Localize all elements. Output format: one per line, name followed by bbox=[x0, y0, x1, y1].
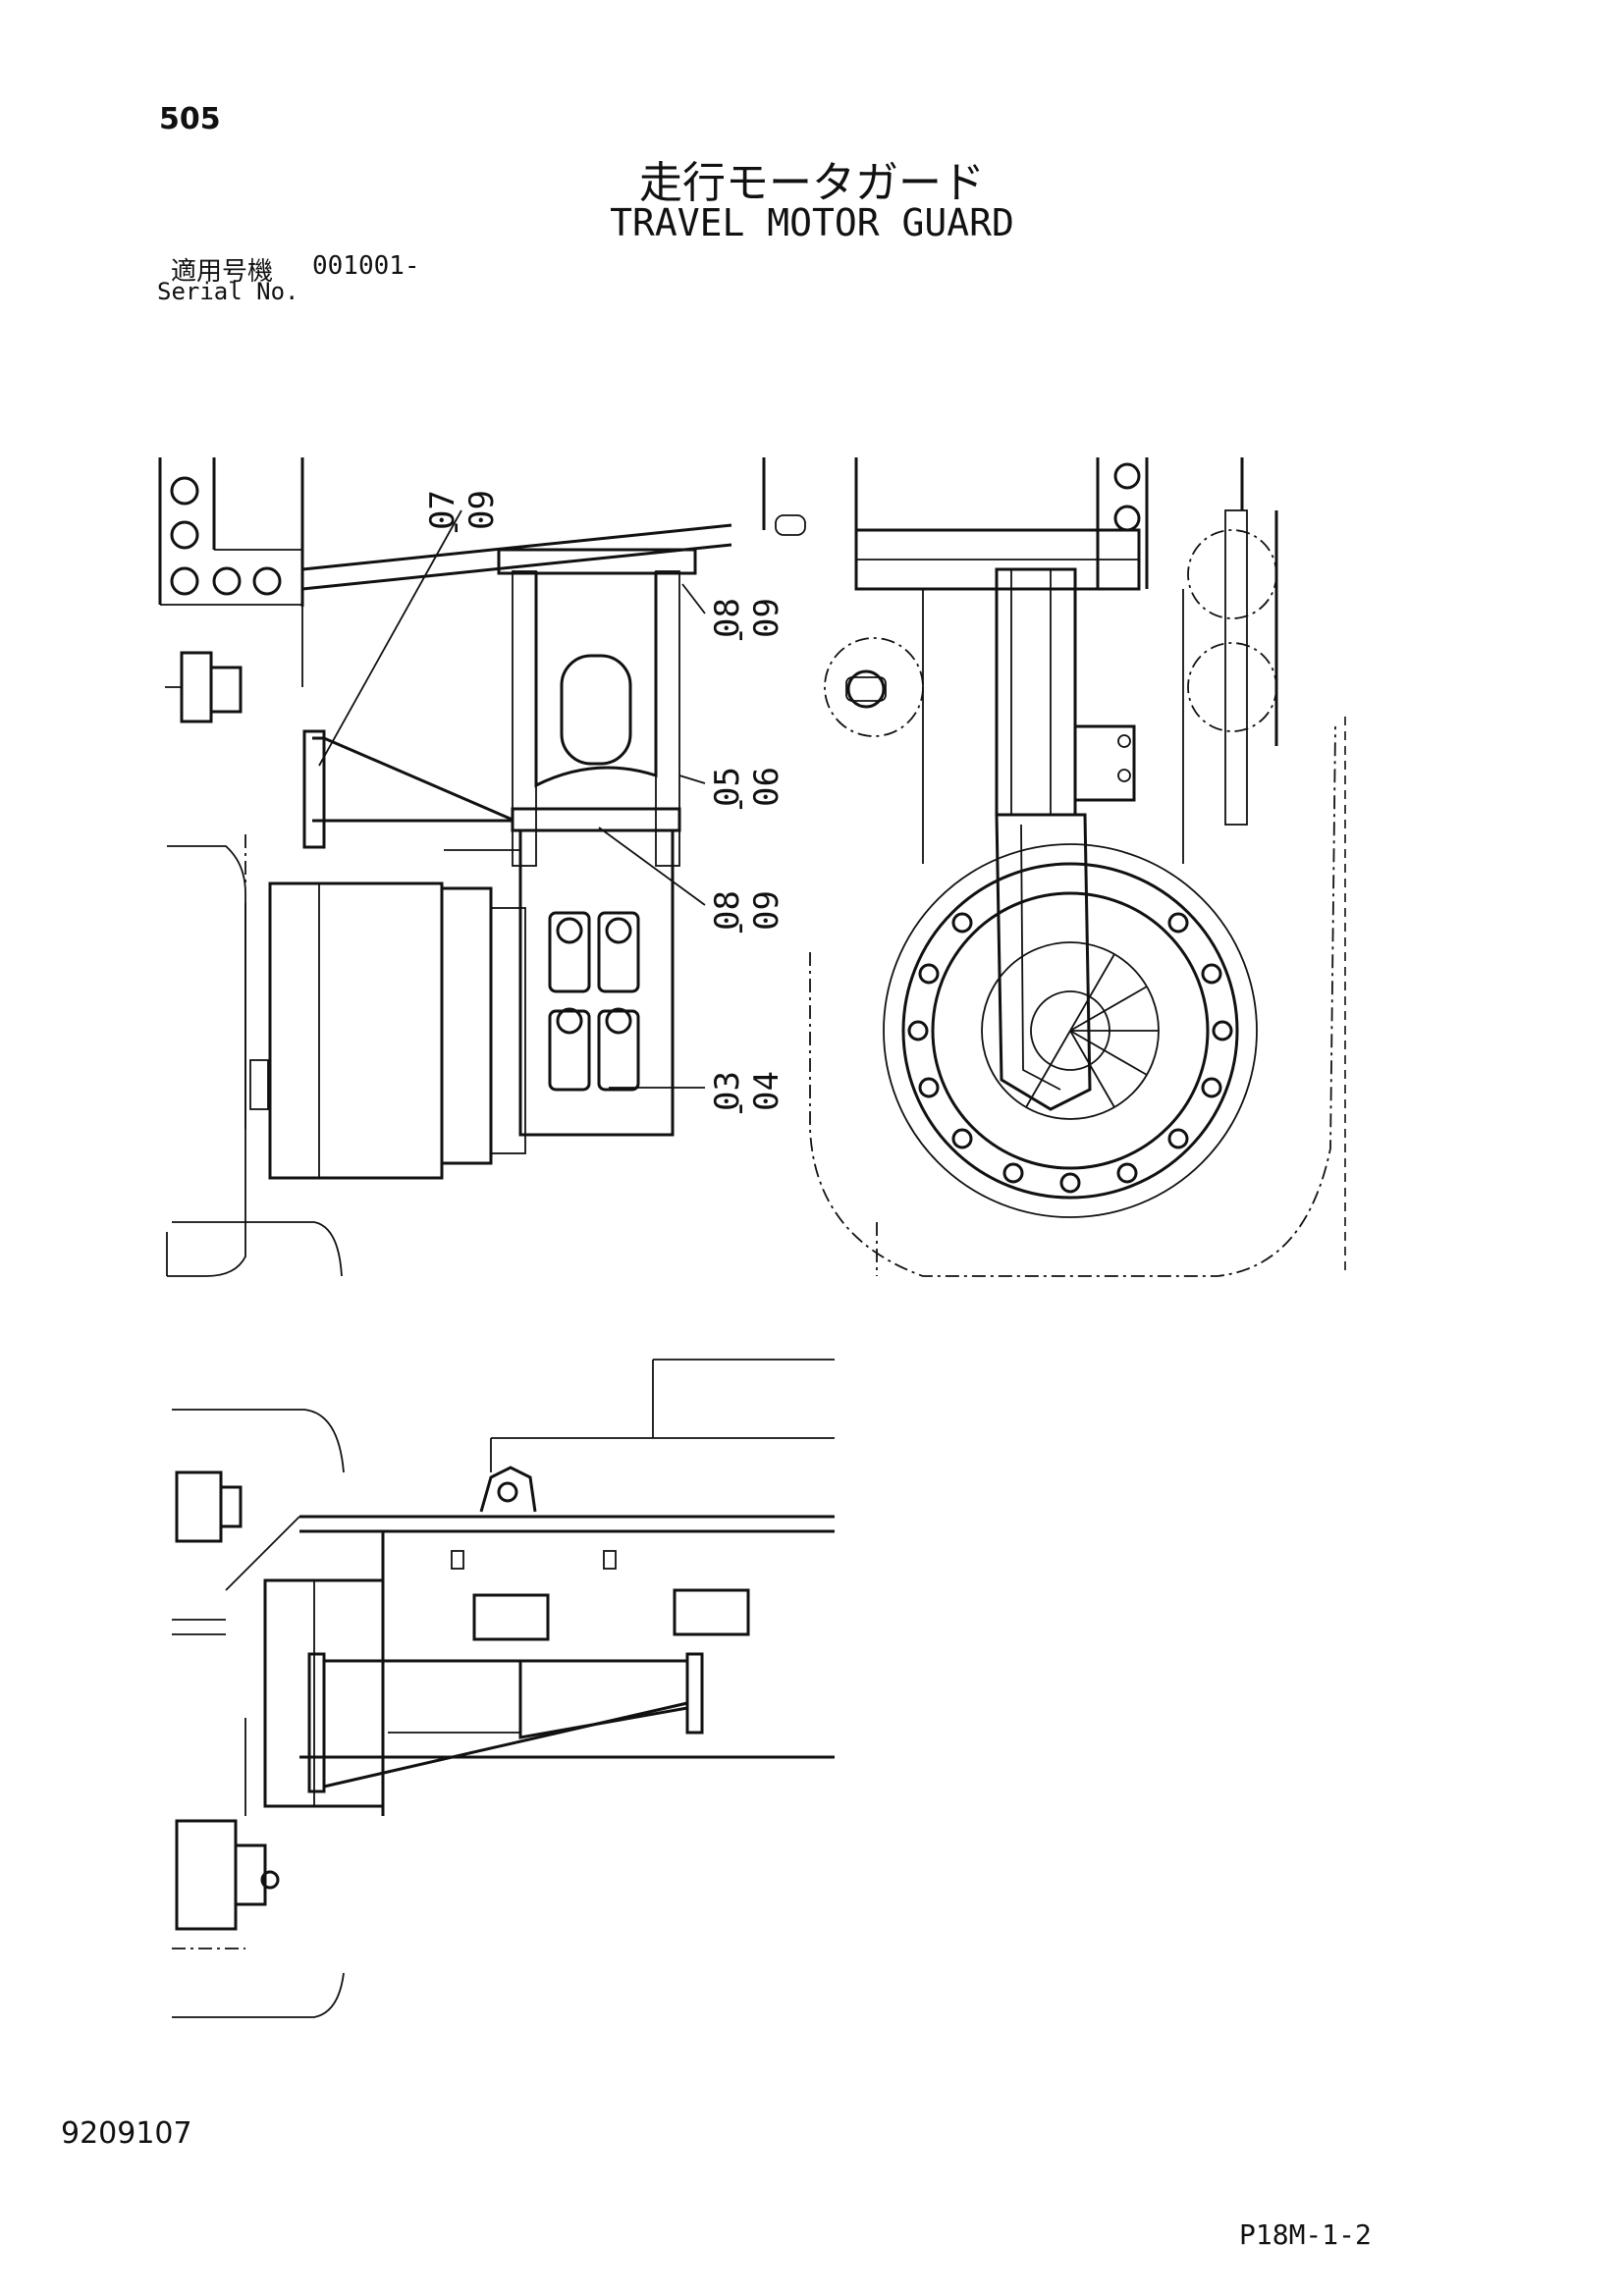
callout-05-06: 05 - 06 bbox=[708, 767, 786, 815]
callout-07-09: 07 - 09 bbox=[423, 490, 502, 538]
callout-08-09-lower: 08 - 09 bbox=[708, 890, 786, 938]
callout-07-09-top: 07 bbox=[423, 490, 462, 530]
page-number: 505 bbox=[159, 102, 221, 136]
page-reference: P18M-1-2 bbox=[1239, 2218, 1372, 2251]
serial-label-japanese: 適用号機 bbox=[171, 257, 274, 287]
callout-03-04: 03 - 04 bbox=[708, 1071, 786, 1119]
callout-08-09-upper-top: 08 bbox=[708, 598, 747, 638]
sprocket-bolts bbox=[907, 912, 1233, 1194]
callout-03-04-bottom: 04 bbox=[747, 1071, 786, 1111]
title-japanese: 走行モータガード bbox=[639, 158, 985, 208]
callout-08-09-lower-top: 08 bbox=[708, 890, 747, 931]
leader-lines bbox=[318, 509, 706, 1089]
svg-text:-: - bbox=[720, 626, 759, 646]
side-view-left bbox=[158, 457, 732, 1277]
svg-text:-: - bbox=[720, 1099, 759, 1119]
serial-label-english: Serial No. bbox=[157, 278, 299, 305]
svg-text:-: - bbox=[720, 795, 759, 815]
front-view-right bbox=[762, 457, 1346, 1277]
callout-03-04-top: 03 bbox=[708, 1071, 747, 1111]
callout-05-06-top: 05 bbox=[708, 767, 747, 807]
document-code: 9209107 bbox=[61, 2116, 192, 2151]
svg-text:-: - bbox=[720, 919, 759, 938]
title-english: TRAVEL MOTOR GUARD bbox=[610, 201, 1014, 244]
callout-08-09-upper-bottom: 09 bbox=[747, 598, 786, 638]
serial-value: 001001- bbox=[312, 251, 420, 281]
top-view-bottom bbox=[172, 1359, 835, 2018]
callout-08-09-upper: 08 - 09 bbox=[708, 598, 786, 646]
callout-07-09-dash: - bbox=[435, 518, 474, 538]
callout-05-06-bottom: 06 bbox=[747, 767, 786, 807]
callout-07-09-bottom: 09 bbox=[462, 490, 502, 530]
callout-08-09-lower-bottom: 09 bbox=[747, 890, 786, 931]
